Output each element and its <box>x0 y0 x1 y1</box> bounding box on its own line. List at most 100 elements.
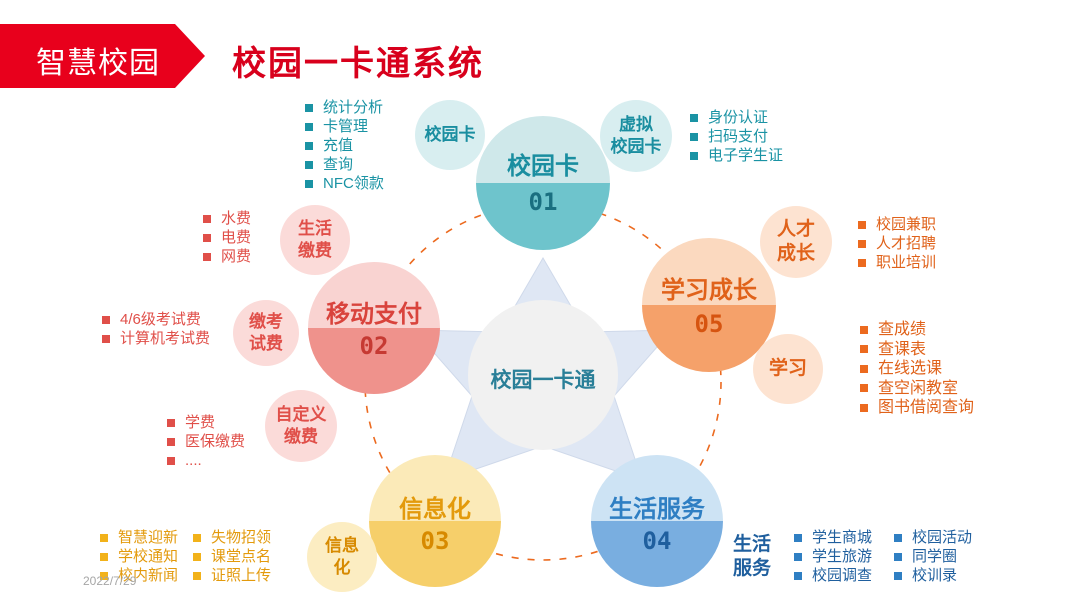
bullet-icon <box>305 141 313 150</box>
hub-life-number: 04 <box>642 527 672 555</box>
hub-card-number: 01 <box>528 188 558 216</box>
hub-info-label: 信息化 <box>399 496 471 523</box>
bullet-icon <box>858 220 866 229</box>
list-item: 计算机考试费 <box>120 330 211 347</box>
list-item: NFC领款 <box>323 175 384 192</box>
list-item: 学费 <box>185 414 216 431</box>
list-virtual: 身份认证 扫码支付 电子学生证 <box>690 108 783 165</box>
list-item: 查空闲教室 <box>878 379 959 397</box>
list-item: 查成绩 <box>878 321 927 338</box>
satellite-talent[interactable]: 人才 成长 <box>760 206 832 278</box>
satellite-virtual-card[interactable]: 虚拟 校园卡 <box>600 100 672 172</box>
bullet-icon <box>203 233 211 242</box>
satellite-custom[interactable]: 自定义 缴费 <box>265 390 337 462</box>
bullet-icon <box>860 345 868 354</box>
bullet-icon <box>193 571 201 580</box>
list-item: 医保缴费 <box>185 433 246 450</box>
bullet-icon <box>167 418 175 427</box>
list-item: 同学圈 <box>912 548 958 565</box>
list-exam: 4/6级考试费 计算机考试费 <box>102 310 210 348</box>
hub-info[interactable]: 信息化 03 <box>369 455 501 587</box>
hub-study-number: 05 <box>694 310 724 338</box>
bullet-icon <box>167 437 175 446</box>
satellite-study[interactable]: 学习 <box>753 334 823 404</box>
satellite-info[interactable]: 信息 化 <box>307 522 377 592</box>
header-tag: 智慧校园 <box>36 47 160 80</box>
bullet-icon <box>100 571 108 580</box>
list-item: 网费 <box>221 248 252 265</box>
list-info-b: 失物招领 课堂点名 证照上传 <box>193 528 271 585</box>
bullet-icon <box>193 552 201 561</box>
list-item: 卡管理 <box>323 118 369 135</box>
list-item: 校内新闻 <box>118 567 179 584</box>
list-info-a: 智慧迎新 学校通知 校内新闻 <box>100 528 178 585</box>
list-card-mgmt: 统计分析 卡管理 充值 查询 NFC领款 <box>305 98 384 193</box>
list-item: 查课表 <box>878 340 927 358</box>
list-item: 4/6级考试费 <box>120 311 201 328</box>
bullet-icon <box>794 533 802 542</box>
satellite-campus-card[interactable]: 校园卡 <box>415 100 485 170</box>
bullet-icon <box>690 113 698 122</box>
date-stamp: 2022/7/29 <box>83 574 137 588</box>
hub-pay[interactable]: 移动支付 02 <box>308 262 440 394</box>
list-item: 在线选课 <box>878 360 943 377</box>
center-circle <box>468 300 618 450</box>
list-item: 学生商城 <box>812 529 873 546</box>
bullet-icon <box>203 214 211 223</box>
list-talent: 校园兼职 人才招聘 职业培训 <box>858 215 936 272</box>
satellite-utility[interactable]: 生活 缴费 <box>280 205 350 275</box>
bullet-icon <box>860 403 868 412</box>
list-life-b: 校园活动 同学圈 校训录 <box>894 528 972 585</box>
list-item: 图书借阅查询 <box>878 399 975 416</box>
bullet-icon <box>690 151 698 160</box>
bullet-icon <box>100 533 108 542</box>
list-item: 查询 <box>323 156 354 173</box>
list-item: 校园调查 <box>812 567 873 584</box>
bullet-icon <box>794 552 802 561</box>
list-item: 电费 <box>221 229 252 246</box>
bullet-icon <box>102 334 110 343</box>
bullet-icon <box>894 571 902 580</box>
list-item: 课堂点名 <box>211 548 272 565</box>
hub-life-label: 生活服务 <box>609 496 705 523</box>
list-item: 学生旅游 <box>812 548 873 565</box>
bullet-icon <box>858 258 866 267</box>
hub-study-label: 学习成长 <box>661 277 757 304</box>
list-item: 身份认证 <box>708 109 769 126</box>
bullet-icon <box>100 552 108 561</box>
hub-life[interactable]: 生活服务 04 <box>591 455 723 587</box>
satellite-life: 生活 服务 <box>732 534 771 579</box>
list-item: 校园活动 <box>912 529 973 546</box>
bullet-icon <box>860 325 868 334</box>
list-item: 扫码支付 <box>708 128 769 145</box>
bullet-icon <box>894 552 902 561</box>
list-study: 查成绩 查课表 在线选课 查空闲教室 图书借阅查询 <box>860 320 974 418</box>
bullet-icon <box>193 533 201 542</box>
header-tag-band <box>0 24 205 88</box>
list-item: 校训录 <box>912 567 958 584</box>
list-item: 水费 <box>221 210 252 227</box>
list-item: 统计分析 <box>323 99 384 116</box>
center-label: 校园一卡通 <box>490 369 596 392</box>
list-life-a: 学生商城 学生旅游 校园调查 <box>794 528 872 585</box>
list-item: 人才招聘 <box>876 235 937 252</box>
bullet-icon <box>858 239 866 248</box>
bullet-icon <box>102 315 110 324</box>
list-custom: 学费 医保缴费 .... <box>167 413 245 470</box>
satellite-exam[interactable]: 缴考 试费 <box>233 300 299 366</box>
bullet-icon <box>167 456 175 465</box>
list-utility: 水费 电费 网费 <box>203 209 251 266</box>
hub-card[interactable]: 校园卡 01 <box>476 116 610 250</box>
hub-pay-number: 02 <box>359 332 389 360</box>
list-item: .... <box>185 452 202 469</box>
list-item: 学校通知 <box>118 548 179 565</box>
bullet-icon <box>860 364 868 373</box>
bullet-icon <box>305 179 313 188</box>
bullet-icon <box>894 533 902 542</box>
hub-study[interactable]: 学习成长 05 <box>642 238 776 372</box>
list-item: 智慧迎新 <box>118 529 179 546</box>
page-title: 校园一卡通系统 <box>232 45 484 83</box>
list-item: 校园兼职 <box>876 216 937 233</box>
bullet-icon <box>690 132 698 141</box>
hub-card-label: 校园卡 <box>507 153 579 180</box>
